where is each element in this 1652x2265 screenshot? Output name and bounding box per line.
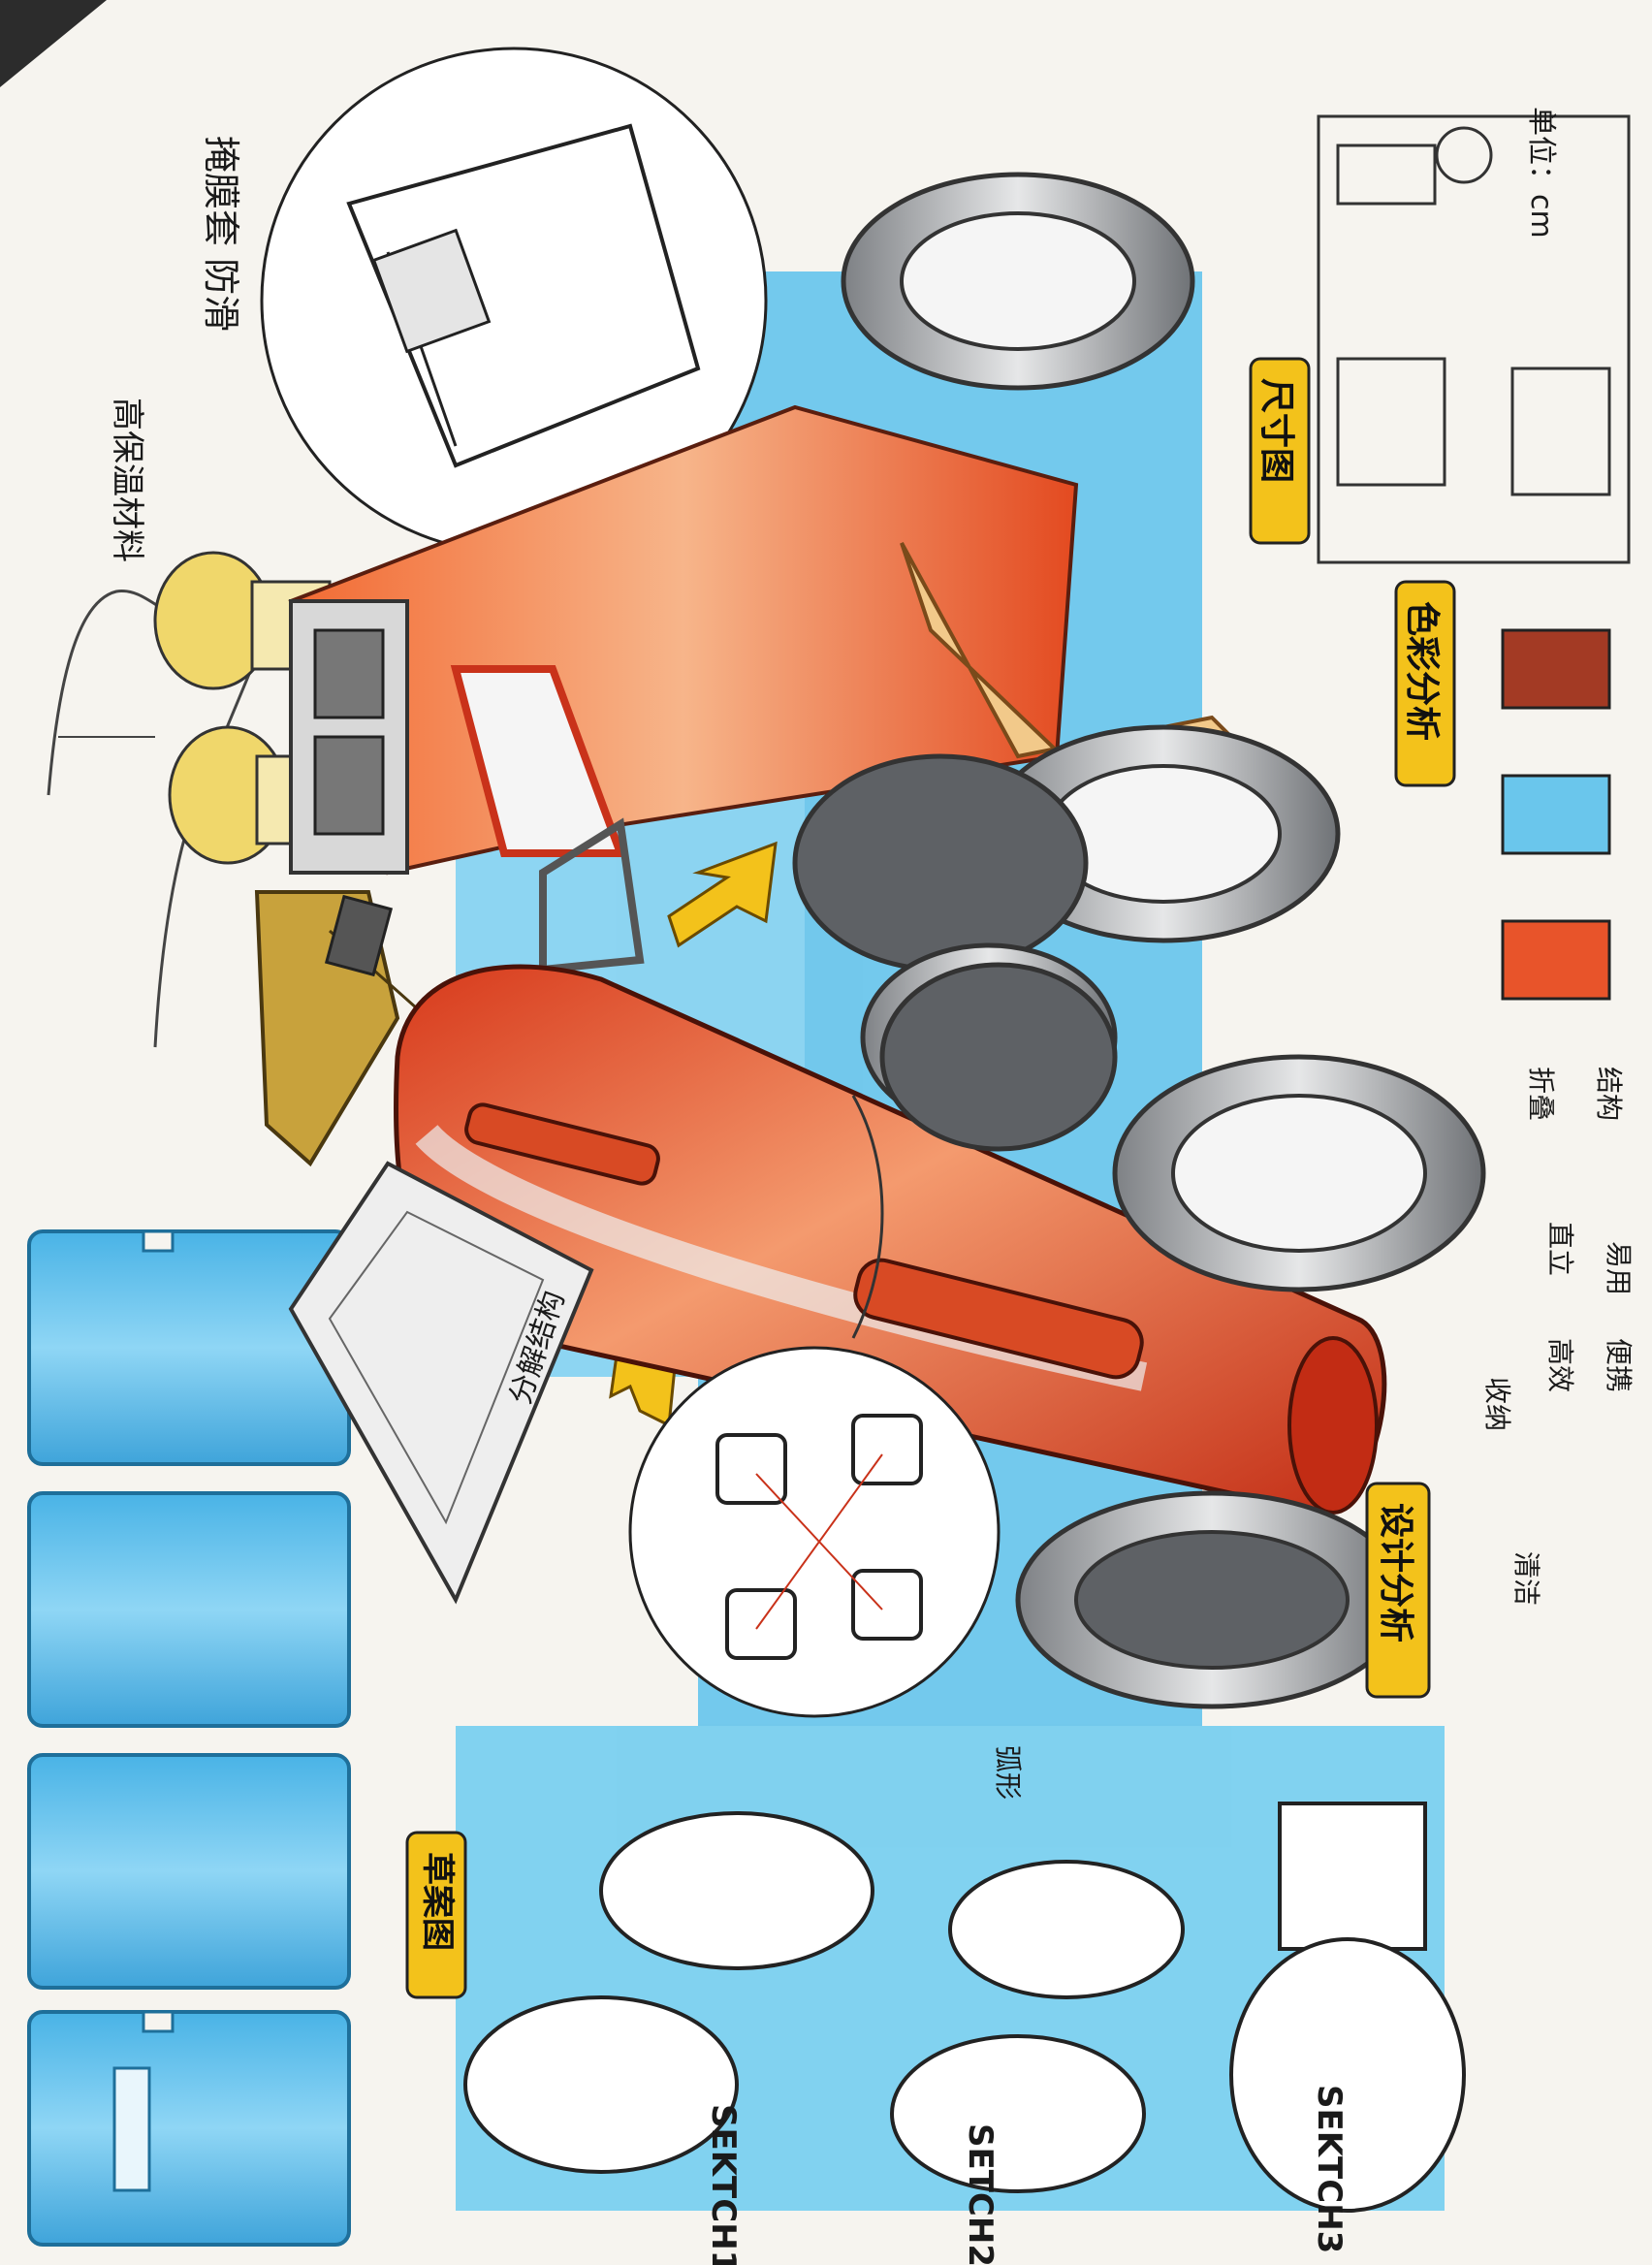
design-item: 结构 xyxy=(1593,1067,1625,1121)
curve-note-label: 弧形 xyxy=(992,1745,1024,1800)
left-blue-blocks xyxy=(27,1229,351,2247)
detail-circle-plugs xyxy=(628,1346,1001,1718)
design-item: 清洁 xyxy=(1510,1551,1542,1606)
dark-corner xyxy=(0,0,107,87)
design-item: 易用 xyxy=(1603,1241,1635,1295)
lower-wheels xyxy=(879,962,1486,1709)
design-item: 高效 xyxy=(1544,1338,1576,1392)
design-item: 收纳 xyxy=(1481,1377,1513,1431)
design-item: 便携 xyxy=(1603,1338,1635,1392)
design-item: 折叠 xyxy=(1525,1067,1557,1121)
top-callout-label: 掩膜套 防滑 xyxy=(200,136,242,332)
upper-left-callout-label: 高保温材料 xyxy=(108,398,146,562)
design-tag: 设计分析 xyxy=(1376,1503,1415,1643)
gold-funnel xyxy=(254,890,419,1167)
design-item: 直立 xyxy=(1544,1222,1576,1276)
sketch-tag: 草案图 xyxy=(418,1852,457,1951)
color-section xyxy=(1394,580,1611,1001)
filter-panel xyxy=(288,1161,594,1605)
size-section xyxy=(1249,114,1631,564)
connector-handle xyxy=(539,817,645,974)
top-detail-circle xyxy=(260,47,768,555)
sketch-label-3: SEKTCH3 xyxy=(1310,2085,1349,2253)
color-tag: 色彩分析 xyxy=(1402,601,1442,741)
sketch-label-2: SETCH2 xyxy=(961,2123,1000,2265)
design-section xyxy=(1365,1482,1431,1699)
design-items: 清洁 收纳 高效 便携 易用 直立 折叠 结构 xyxy=(1481,1067,1635,1606)
sketch-label-1: SEKTCH1 xyxy=(704,2104,743,2265)
unit-label: 单位：cm xyxy=(1524,107,1558,239)
size-tag: 尺寸图 xyxy=(1256,378,1296,483)
sketch-area xyxy=(405,1802,1466,2213)
